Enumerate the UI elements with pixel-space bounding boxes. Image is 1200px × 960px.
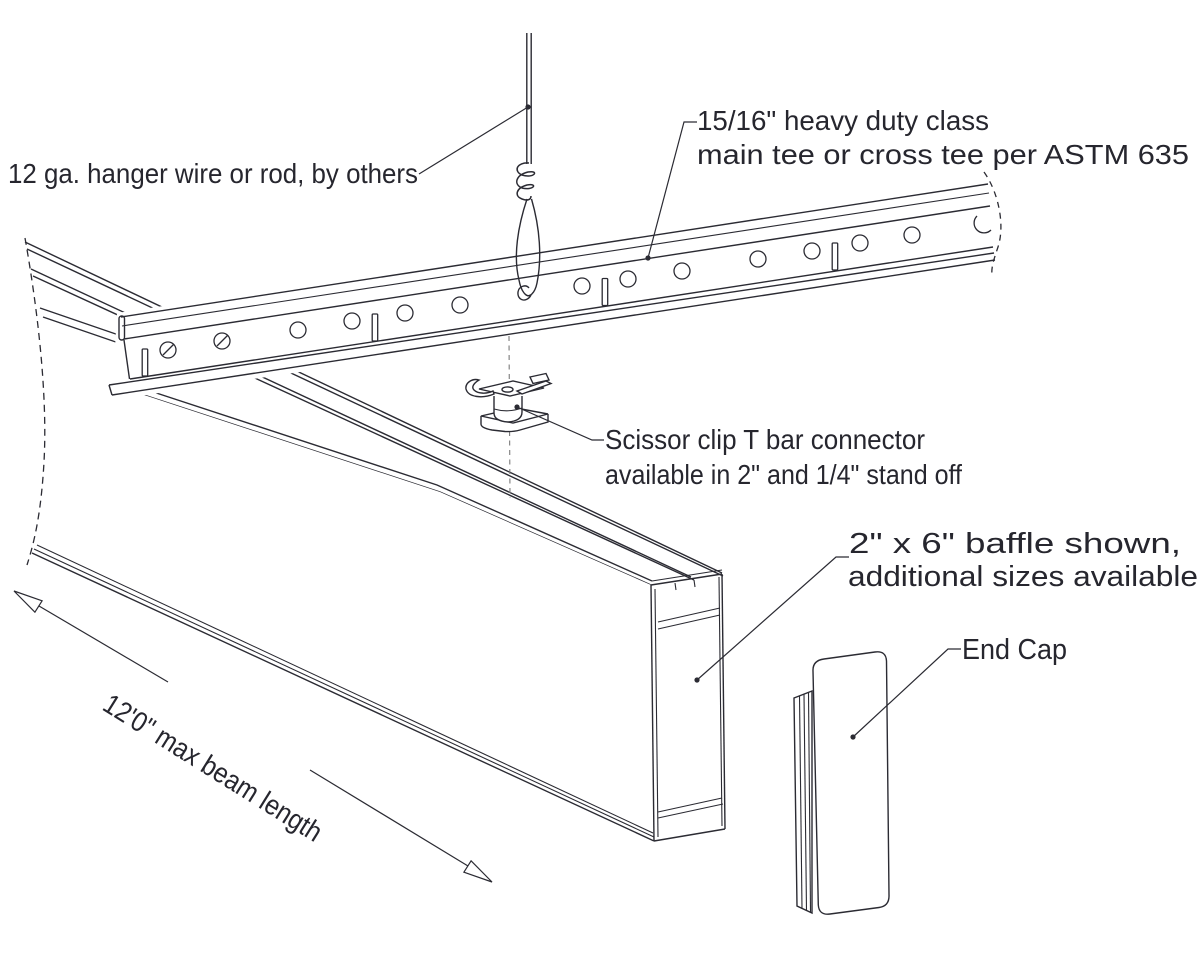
- dimension-beam-length: [13, 590, 493, 883]
- label-baffle-line1: 2" x 6" baffle shown,: [849, 528, 1181, 560]
- label-scissor-clip-line2: available in 2" and 1/4" stand off: [605, 459, 962, 490]
- main-tee-left-end-cap: [118, 315, 126, 341]
- main-tee-body-fill: [112, 180, 999, 400]
- label-scissor-clip-line1: Scissor clip T bar connector: [605, 424, 925, 455]
- baffle-end-section: [650, 569, 726, 842]
- label-baffle-line2: additional sizes available: [848, 561, 1198, 593]
- center-line: [508, 335, 511, 499]
- hanger-wire: [515, 33, 541, 301]
- label-main-tee-line2: main tee or cross tee per ASTM 635: [697, 139, 1189, 170]
- clip-right-wing: [515, 380, 553, 395]
- break-line-left: [24, 237, 46, 566]
- annotations: 12 ga. hanger wire or rod, by others 15/…: [8, 105, 1198, 848]
- label-beam-length: 12'0" max beam length: [98, 688, 328, 848]
- clip-cylinder: [493, 396, 523, 423]
- leader-end-cap: [852, 648, 961, 738]
- end-cap-part: [793, 651, 890, 915]
- leader-hanger-wire: [418, 106, 529, 175]
- main-tee: [108, 171, 1002, 400]
- label-end-cap: End Cap: [962, 634, 1067, 666]
- clip-hole: [501, 386, 514, 393]
- arrowhead-up-left: [13, 590, 44, 614]
- label-main-tee-line1: 15/16" heavy duty class: [697, 105, 989, 136]
- end-cap-flange-strip: [793, 689, 813, 915]
- baffle-beam: [31, 393, 726, 842]
- leader-main-tee: [647, 121, 697, 259]
- arrowhead-down-right: [462, 859, 493, 883]
- clip-left-wing: [465, 378, 495, 398]
- end-cap-plate: [812, 651, 890, 915]
- label-hanger-wire: 12 ga. hanger wire or rod, by others: [8, 158, 418, 189]
- tee-slots: [141, 242, 839, 377]
- baffle-front-face: [32, 393, 654, 841]
- tee-holes: [159, 215, 992, 359]
- wire-twist-coil: [516, 162, 536, 201]
- leader-scissor-clip: [516, 406, 604, 441]
- scissor-clip: [465, 372, 553, 433]
- break-line-right: [983, 171, 1002, 277]
- leader-baffle: [696, 556, 849, 681]
- leader-lines: [418, 104, 961, 740]
